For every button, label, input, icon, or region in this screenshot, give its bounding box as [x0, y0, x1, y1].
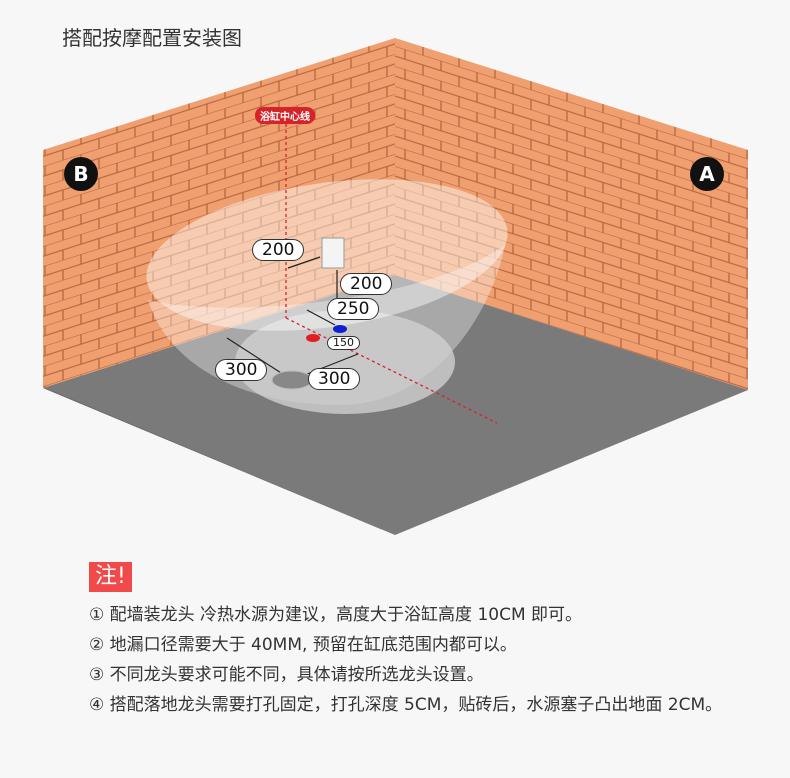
drain: [271, 370, 313, 390]
page-title: 搭配按摩配置安装图: [62, 26, 242, 50]
cold-water-inlet: [333, 325, 347, 333]
note-item: ④ 搭配落地龙头需要打孔固定，打孔深度 5CM，贴砖后，水源塞子凸出地面 2CM…: [89, 695, 723, 715]
installation-diagram: [43, 38, 748, 535]
note-item: ② 地漏口径需要大于 40MM, 预留在缸底范围内都可以。: [89, 635, 517, 655]
note-item: ③ 不同龙头要求可能不同，具体请按所选龙头设置。: [89, 665, 484, 685]
hot-water-inlet: [306, 334, 320, 342]
dim-faucet-wall: 250: [327, 298, 380, 320]
wall-left-edge: [43, 388, 395, 535]
badge-a: A: [690, 157, 724, 191]
dim-socket-vertical: 200: [340, 273, 393, 295]
dim-drain-right: 300: [308, 368, 361, 390]
dim-drain-left: 300: [215, 359, 268, 381]
note-tag: 注!: [89, 562, 132, 592]
socket-outlet: [321, 237, 345, 269]
dim-socket-horizontal: 200: [252, 239, 305, 261]
centerline-label: 浴缸中心线: [255, 107, 315, 124]
left-brick-wall: [43, 38, 395, 388]
notes-list: ① 配墙装龙头 冷热水源为建议，高度大于浴缸高度 10CM 即可。 ② 地漏口径…: [89, 600, 749, 720]
dim-hot-cold: 150: [327, 336, 360, 350]
note-item: ① 配墙装龙头 冷热水源为建议，高度大于浴缸高度 10CM 即可。: [89, 605, 583, 625]
badge-b: B: [64, 157, 98, 191]
right-brick-wall: [395, 38, 748, 390]
